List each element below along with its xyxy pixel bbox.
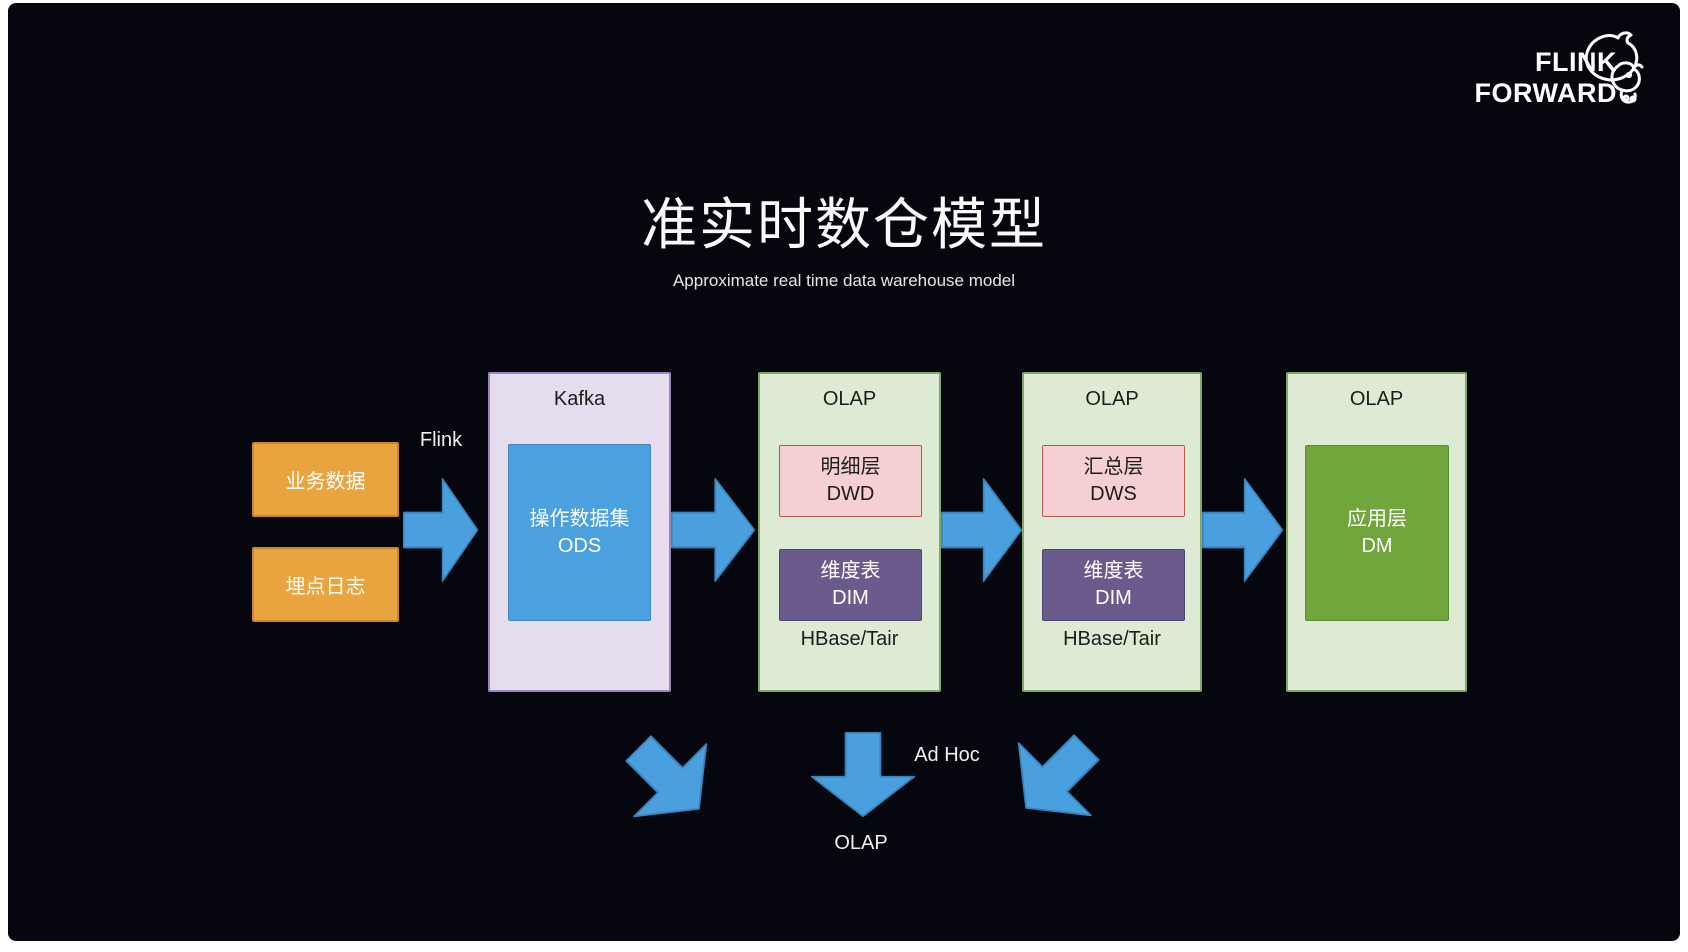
olap-panel-label: OLAP bbox=[1349, 388, 1404, 410]
dm-box-label-cn: 应用层 bbox=[1347, 508, 1407, 530]
dws-box-label-cn: 汇总层 bbox=[1083, 456, 1144, 478]
arrow-down-left-icon bbox=[1017, 734, 1100, 817]
dws-box-label-en: DWS bbox=[1090, 483, 1137, 505]
olap-panel-dws: OLAP 汇总层 DWS 维度表 DIM HBase/Tair bbox=[1022, 372, 1202, 692]
olap-panel-dm: OLAP 应用层 DM bbox=[1286, 372, 1467, 692]
dwd-box-label-en: DWD bbox=[826, 483, 875, 505]
olap-panel-label: OLAP bbox=[1085, 388, 1139, 410]
dim-box: 维度表 DIM bbox=[779, 549, 922, 621]
dm-box: 应用层 DM bbox=[1305, 445, 1449, 621]
dim-box-label-cn: 维度表 bbox=[820, 560, 881, 582]
arrow-down-icon bbox=[810, 732, 916, 818]
kafka-panel-label: Kafka bbox=[553, 388, 606, 410]
dim-box: 维度表 DIM bbox=[1042, 549, 1185, 621]
arrow-right-icon bbox=[941, 477, 1023, 583]
ods-box-label-cn: 操作数据集 bbox=[529, 507, 630, 530]
page-subtitle: Approximate real time data warehouse mod… bbox=[672, 271, 1016, 290]
olap-panel-label: OLAP bbox=[822, 388, 877, 410]
arrow-right-icon bbox=[1202, 477, 1284, 583]
dm-box-label-en: DM bbox=[1361, 535, 1393, 557]
page-title: 准实时数仓模型 bbox=[641, 193, 1047, 256]
source-box-tracking-logs: 埋点日志 bbox=[252, 547, 399, 622]
olap-bottom-label: OLAP bbox=[834, 832, 888, 854]
arrow-right-icon bbox=[403, 477, 479, 583]
dwd-box: 明细层 DWD bbox=[779, 445, 922, 517]
flink-forward-logo: FLINK FORWARD bbox=[1437, 47, 1617, 109]
dwd-box-label-cn: 明细层 bbox=[820, 456, 881, 478]
flink-arrow-label: Flink bbox=[419, 429, 463, 451]
hbase-tair-label: HBase/Tair bbox=[1063, 628, 1161, 650]
squirrel-icon bbox=[1584, 31, 1644, 104]
ods-box-label-en: ODS bbox=[557, 534, 602, 557]
adhoc-label: Ad Hoc bbox=[914, 744, 980, 766]
kafka-panel: Kafka 操作数据集 ODS bbox=[488, 372, 671, 692]
logo-line-forward: FORWARD bbox=[1474, 78, 1617, 108]
source-box-business-data: 业务数据 bbox=[252, 442, 399, 517]
olap-panel-dwd: OLAP 明细层 DWD 维度表 DIM HBase/Tair bbox=[758, 372, 941, 692]
source-box-label: 业务数据 bbox=[285, 471, 366, 493]
arrow-down-right-icon bbox=[625, 735, 708, 818]
logo-line-flink: FLINK bbox=[1535, 47, 1617, 77]
dws-box: 汇总层 DWS bbox=[1042, 445, 1185, 517]
hbase-tair-label: HBase/Tair bbox=[800, 628, 899, 650]
dim-box-label-en: DIM bbox=[1095, 587, 1132, 609]
arrow-right-icon bbox=[671, 477, 756, 583]
ods-box: 操作数据集 ODS bbox=[508, 444, 651, 621]
dim-box-label-en: DIM bbox=[832, 587, 869, 609]
dim-box-label-cn: 维度表 bbox=[1083, 560, 1144, 582]
source-box-label: 埋点日志 bbox=[285, 576, 366, 598]
